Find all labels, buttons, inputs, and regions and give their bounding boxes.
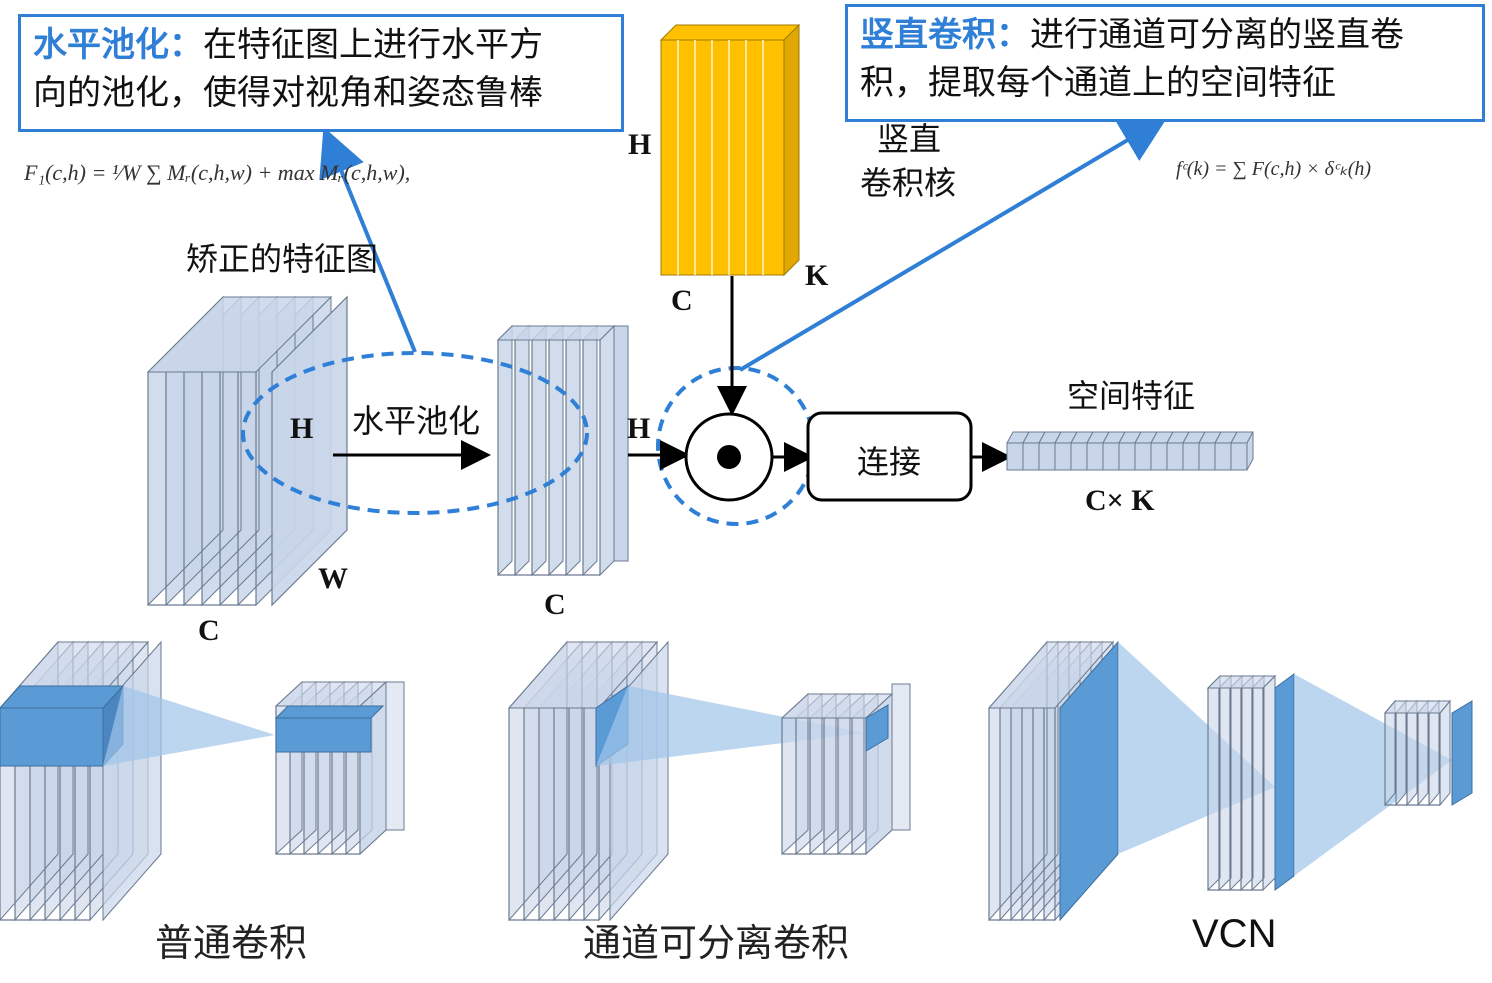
std-output-highlight bbox=[275, 717, 372, 753]
vertical-conv-title: 竖直卷积： bbox=[860, 15, 1030, 55]
feature-cell-8 bbox=[1134, 442, 1152, 471]
vcn-cone-2 bbox=[1294, 674, 1452, 876]
feature-cell-14 bbox=[1230, 442, 1248, 471]
standard-conv-illustration bbox=[0, 640, 405, 922]
pooling-callout-arrow bbox=[319, 126, 417, 353]
vertical-callout-arrow bbox=[738, 115, 1169, 372]
pooled-map-h-label: H bbox=[627, 412, 651, 445]
kernel-front bbox=[660, 39, 785, 276]
pooled-map-top bbox=[496, 325, 616, 341]
vertical-conv-formula: fᶜ(k) = ∑ F(c,h) × δᶜₖ(h) bbox=[1176, 158, 1372, 180]
separable-conv-illustration bbox=[507, 640, 911, 922]
feature-cell-3 bbox=[1054, 442, 1072, 471]
feature-vector-end bbox=[1246, 431, 1254, 471]
kernel-title-line1: 竖直 bbox=[877, 120, 942, 158]
vcn-illustration bbox=[987, 640, 1473, 922]
elementwise-product-dot bbox=[717, 445, 741, 469]
vcn-mid-slab-5 bbox=[1262, 674, 1276, 892]
vcn-mid-slab-4 bbox=[1251, 674, 1265, 892]
feature-cell-10 bbox=[1166, 442, 1184, 471]
pooled-map-slab-5 bbox=[582, 324, 598, 577]
kernel-c-label: C bbox=[671, 284, 693, 317]
kernel-h-label: H bbox=[628, 128, 652, 161]
vcn-mid-slab-1 bbox=[1218, 674, 1232, 892]
feature-cell-0 bbox=[1006, 442, 1024, 471]
pooled-map-c-label: C bbox=[544, 588, 566, 621]
std-output-highlight-top bbox=[274, 705, 385, 719]
rectified-feature-map-label: 矫正的特征图 bbox=[186, 240, 379, 278]
sep-output-highlight bbox=[865, 704, 889, 752]
pooled-feature-map bbox=[496, 324, 629, 577]
horizontal-pooling-line2: 向的池化，使得对视角和姿态鲁棒 bbox=[33, 73, 543, 113]
feature-cell-12 bbox=[1198, 442, 1216, 471]
vcn-mid-slab-3 bbox=[1240, 674, 1254, 892]
kernel-top bbox=[659, 24, 801, 41]
vertical-conv-line2: 积，提取每个通道上的空间特征 bbox=[860, 63, 1336, 103]
pooled-map-slab-1 bbox=[514, 324, 530, 577]
vcn-out-slab-0 bbox=[1384, 699, 1396, 807]
pooled-map-slab-3 bbox=[548, 324, 564, 577]
feature-cell-5 bbox=[1086, 442, 1104, 471]
horizontal-pooling-title: 水平池化： bbox=[33, 25, 203, 65]
pooled-map-slab-4 bbox=[565, 324, 581, 577]
feature-cell-7 bbox=[1118, 442, 1136, 471]
vcn-out-slab-1 bbox=[1395, 699, 1407, 807]
vcn-mid-top bbox=[1206, 675, 1277, 689]
pooling-formula: F₁(c,h) = ¹⁄W ∑ Mᵣ(c,h,w) + max Mᵣ(c,h,w… bbox=[24, 160, 411, 185]
feature-cell-2 bbox=[1038, 442, 1056, 471]
kernel-title-line2: 卷积核 bbox=[860, 164, 957, 202]
vcn-mid-highlight bbox=[1274, 673, 1295, 891]
vcn-out-slab-4 bbox=[1428, 699, 1440, 807]
std-cone bbox=[103, 686, 275, 766]
feature-cell-1 bbox=[1022, 442, 1040, 471]
vertical-conv-callout: 竖直卷积：进行通道可分离的竖直卷 积，提取每个通道上的空间特征 bbox=[845, 4, 1485, 122]
main-map-w-label: W bbox=[318, 562, 348, 595]
pooled-map-slab-6 bbox=[599, 324, 615, 577]
vertical-conv-line1: 进行通道可分离的竖直卷 bbox=[1030, 15, 1404, 55]
sep-cone bbox=[596, 686, 865, 766]
feature-cell-11 bbox=[1182, 442, 1200, 471]
kernel-side bbox=[783, 23, 800, 277]
kernel-k-label: K bbox=[805, 259, 829, 292]
std-output-side bbox=[385, 681, 405, 831]
vcn-out-slab-3 bbox=[1417, 699, 1429, 807]
pooled-map-side bbox=[613, 325, 629, 562]
main-map-c-label: C bbox=[198, 614, 220, 647]
pooling-arrow-label: 水平池化 bbox=[352, 402, 481, 440]
horizontal-pooling-callout: 水平池化：在特征图上进行水平方 向的池化，使得对视角和姿态鲁棒 bbox=[18, 14, 624, 132]
vertical-conv-kernel bbox=[659, 23, 801, 277]
concat-label: 连接 bbox=[857, 443, 922, 481]
vcn-mid-slab-0 bbox=[1207, 674, 1221, 892]
separable-conv-caption: 通道可分离卷积 bbox=[583, 921, 850, 965]
std-input-highlight-top bbox=[0, 685, 125, 709]
vcn-out-top bbox=[1383, 700, 1452, 714]
ck-dimension-label: C× K bbox=[1085, 484, 1155, 517]
vcn-out-slab-2 bbox=[1406, 699, 1418, 807]
main-map-h-label: H bbox=[290, 412, 314, 445]
pooled-map-slab-2 bbox=[531, 324, 547, 577]
spatial-feature-vector bbox=[1006, 431, 1254, 471]
spatial-feature-label: 空间特征 bbox=[1067, 377, 1196, 415]
main-map-front bbox=[271, 295, 348, 607]
std-input-highlight bbox=[0, 707, 104, 767]
concat-box bbox=[806, 411, 973, 502]
feature-cell-13 bbox=[1214, 442, 1232, 471]
sep-output-side bbox=[891, 683, 911, 831]
feature-cell-6 bbox=[1102, 442, 1120, 471]
horizontal-pooling-line1: 在特征图上进行水平方 bbox=[203, 25, 543, 65]
vcn-out-highlight bbox=[1451, 700, 1473, 806]
standard-conv-caption: 普通卷积 bbox=[155, 921, 308, 965]
vcn-mid-slab-2 bbox=[1229, 674, 1243, 892]
pooling-highlight-ellipse bbox=[241, 351, 589, 515]
vcn-caption: VCN bbox=[1192, 912, 1277, 956]
feature-cell-9 bbox=[1150, 442, 1168, 471]
vcn-out-slab-5 bbox=[1439, 699, 1451, 807]
feature-cell-4 bbox=[1070, 442, 1088, 471]
